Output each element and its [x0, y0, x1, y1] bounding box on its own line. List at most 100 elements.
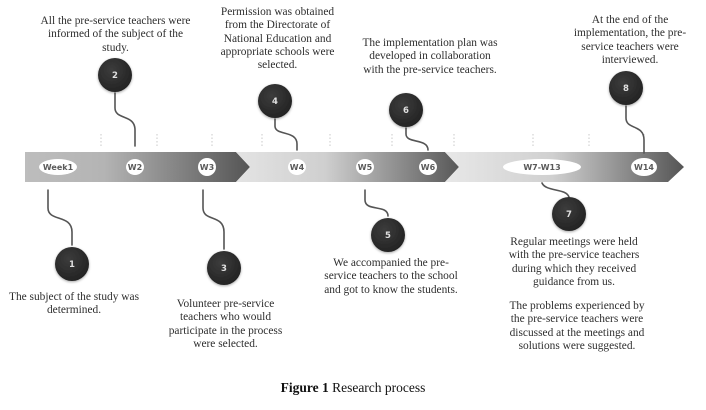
week-label-text: W4 [290, 163, 305, 172]
step-marker-5: 5 [371, 218, 405, 252]
description-line: solutions were suggested. [518, 339, 636, 352]
week-label-w4: W4 [288, 159, 306, 175]
description-line: guidance from us. [533, 275, 615, 288]
week-labels: Week1 W2 W3 W4 W5 W6 W7-W13 W14 [39, 158, 657, 176]
description-line: Volunteer pre-service [176, 298, 275, 310]
description-line: service teachers were [581, 40, 679, 53]
connector-step-3 [202, 189, 225, 250]
week-label-bubble [503, 159, 581, 175]
description-line: teachers who would [179, 311, 272, 324]
week-label-w5: W5 [356, 159, 374, 175]
description-line: implementation, the pre- [573, 27, 687, 40]
step-number: 3 [221, 264, 227, 274]
description-line: and got to know the students. [324, 283, 458, 296]
step-number: 6 [403, 106, 409, 116]
week-label-bubble [631, 158, 657, 176]
week-label-text: W2 [128, 163, 142, 172]
step-marker-2: 2 [98, 58, 132, 92]
week-label-w14: W14 [631, 158, 657, 176]
step-circle [371, 218, 405, 252]
description-line: At the end of the [591, 14, 669, 26]
step-marker-1: 1 [55, 247, 89, 281]
figure-caption: Figure 1 Research process [0, 380, 706, 396]
week-label-bubble [126, 159, 144, 175]
week-label-w2: W2 [126, 159, 144, 175]
description-line: All the pre-service teachers were [40, 15, 191, 27]
description-line: study. [102, 41, 129, 54]
week-label-text: W14 [634, 163, 654, 172]
step-circles: 1 2 3 4 5 6 7 8 [55, 58, 643, 285]
connector-step-4 [274, 118, 298, 151]
description-line: developed in collaboration [369, 50, 491, 63]
week-label-w3: W3 [198, 158, 216, 176]
week-label-text: W5 [358, 163, 373, 172]
step-marker-6: 6 [389, 93, 423, 127]
band-segment-2 [236, 152, 459, 182]
step-5-description: We accompanied the pre-service teachers … [296, 257, 486, 297]
step-marker-4: 4 [258, 84, 292, 118]
step-marker-8: 8 [609, 71, 643, 105]
step-circle [552, 197, 586, 231]
description-line: The subject of the study was [8, 291, 139, 303]
step-number: 5 [385, 231, 391, 241]
description-line: National Education and [223, 32, 332, 45]
description-line: Permission was obtained [220, 6, 335, 18]
description-line: discussed at the meetings and [509, 326, 645, 339]
description-line: interviewed. [601, 53, 659, 66]
description-line: informed of the subject of the [47, 28, 184, 41]
connector-step-2 [114, 92, 136, 147]
step-circle [98, 58, 132, 92]
connector-step-8 [625, 105, 645, 154]
description-line: determined. [46, 304, 102, 317]
connector-step-6 [405, 127, 429, 151]
week-label-w6: W6 [419, 159, 437, 175]
caption-label: Figure 1 [280, 380, 329, 395]
week-label-text: W6 [421, 163, 436, 172]
step-circle [609, 71, 643, 105]
step-number: 8 [623, 84, 629, 94]
description-line: The problems experienced by [509, 300, 645, 312]
connector-step-7 [541, 182, 570, 198]
description-line: service teachers to the school [324, 270, 458, 283]
description-line: the pre-service teachers were [510, 313, 644, 326]
week-label-bubble [356, 159, 374, 175]
description-line: during which they received [511, 262, 637, 275]
step-circle [389, 93, 423, 127]
description-line: appropriate schools were [220, 45, 335, 58]
week-label-text: W7-W13 [523, 163, 560, 172]
week-label-bubble [198, 158, 216, 176]
description-line: were selected. [193, 337, 258, 350]
step-circle [258, 84, 292, 118]
description-line: Regular meetings were held [510, 236, 638, 248]
description-line: selected. [257, 59, 298, 72]
timeline-band [25, 152, 684, 182]
week-label-bubble [419, 159, 437, 175]
week-label-w7-w13: W7-W13 [503, 159, 581, 175]
description-line: We accompanied the pre- [333, 257, 449, 269]
connector-step-1 [47, 189, 73, 246]
week-label-text: W3 [200, 163, 214, 172]
week-label-week1: Week1 [39, 159, 77, 175]
step-marker-3: 3 [207, 251, 241, 285]
step-number: 1 [69, 260, 75, 270]
step-circle [207, 251, 241, 285]
week-label-text: Week1 [43, 163, 74, 172]
tick-marks [100, 134, 645, 148]
week-label-bubble [288, 159, 306, 175]
step-number: 7 [566, 210, 572, 220]
week-label-bubble [39, 159, 77, 175]
description-line: from the Directorate of [224, 19, 331, 32]
description-line: participate in the process [168, 324, 283, 337]
description-line: The implementation plan was [362, 37, 498, 49]
step-number: 4 [272, 97, 278, 107]
step-circle [55, 247, 89, 281]
